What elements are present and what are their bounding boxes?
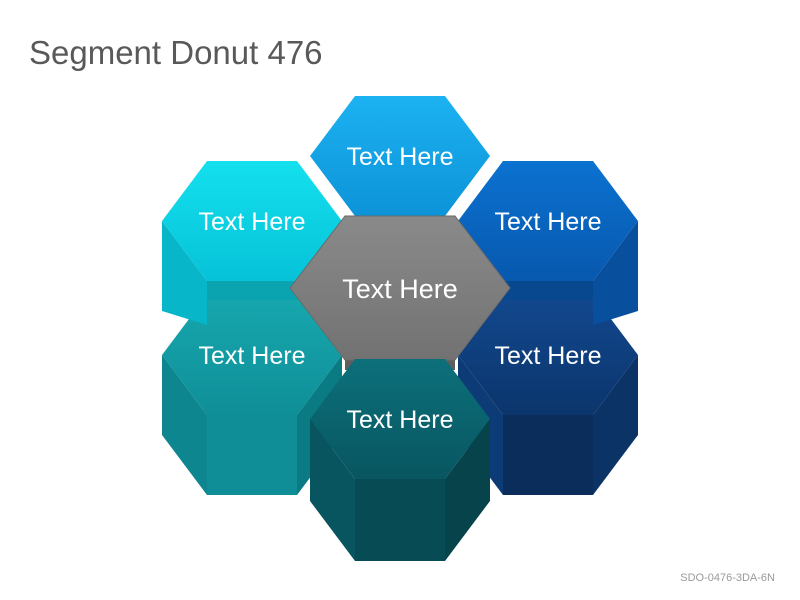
segment-bottom-top-face bbox=[310, 359, 490, 479]
segment-top-top-face bbox=[310, 96, 490, 216]
segment-bottom-right-right-face bbox=[593, 355, 638, 495]
segment-bottom-left-front-face bbox=[207, 415, 297, 495]
segment-bottom-label: Text Here bbox=[347, 406, 454, 434]
center-segment-label: Text Here bbox=[342, 274, 458, 304]
segment-bottom-right-label: Text Here bbox=[495, 342, 602, 370]
segment-top-right: Text Here bbox=[458, 161, 638, 325]
segment-bottom-right-face bbox=[445, 419, 490, 561]
slide-code: SDO-0476-3DA-6N bbox=[680, 572, 775, 584]
center-segment: Text Here bbox=[289, 215, 511, 370]
segment-bottom: Text Here bbox=[310, 359, 490, 561]
segment-top-left-front-face bbox=[207, 281, 297, 300]
segment-bottom-left-left-face bbox=[162, 355, 207, 495]
segment-bottom-right-front-face bbox=[503, 415, 593, 495]
slide-title: Segment Donut 476 bbox=[29, 34, 323, 71]
segment-top-right-right-face bbox=[593, 221, 638, 325]
segment-top-right-label: Text Here bbox=[495, 208, 602, 236]
segment-top: Text Here bbox=[310, 96, 490, 230]
segment-top-left-top-face bbox=[162, 161, 342, 281]
segment-top-label: Text Here bbox=[347, 143, 454, 171]
segment-top-left-label: Text Here bbox=[199, 208, 306, 236]
segment-bottom-left-face bbox=[310, 419, 355, 561]
segment-top-right-front-face bbox=[503, 281, 593, 300]
segment-bottom-left: Text Here bbox=[162, 295, 342, 495]
center-segment-top-face bbox=[289, 215, 511, 361]
segment-bottom-front-face bbox=[355, 479, 445, 561]
segment-top-left-left-face bbox=[162, 221, 207, 325]
segment-top-right-top-face bbox=[458, 161, 638, 281]
segment-bottom-left-label: Text Here bbox=[199, 342, 306, 370]
segment-top-left: Text Here bbox=[162, 161, 342, 325]
